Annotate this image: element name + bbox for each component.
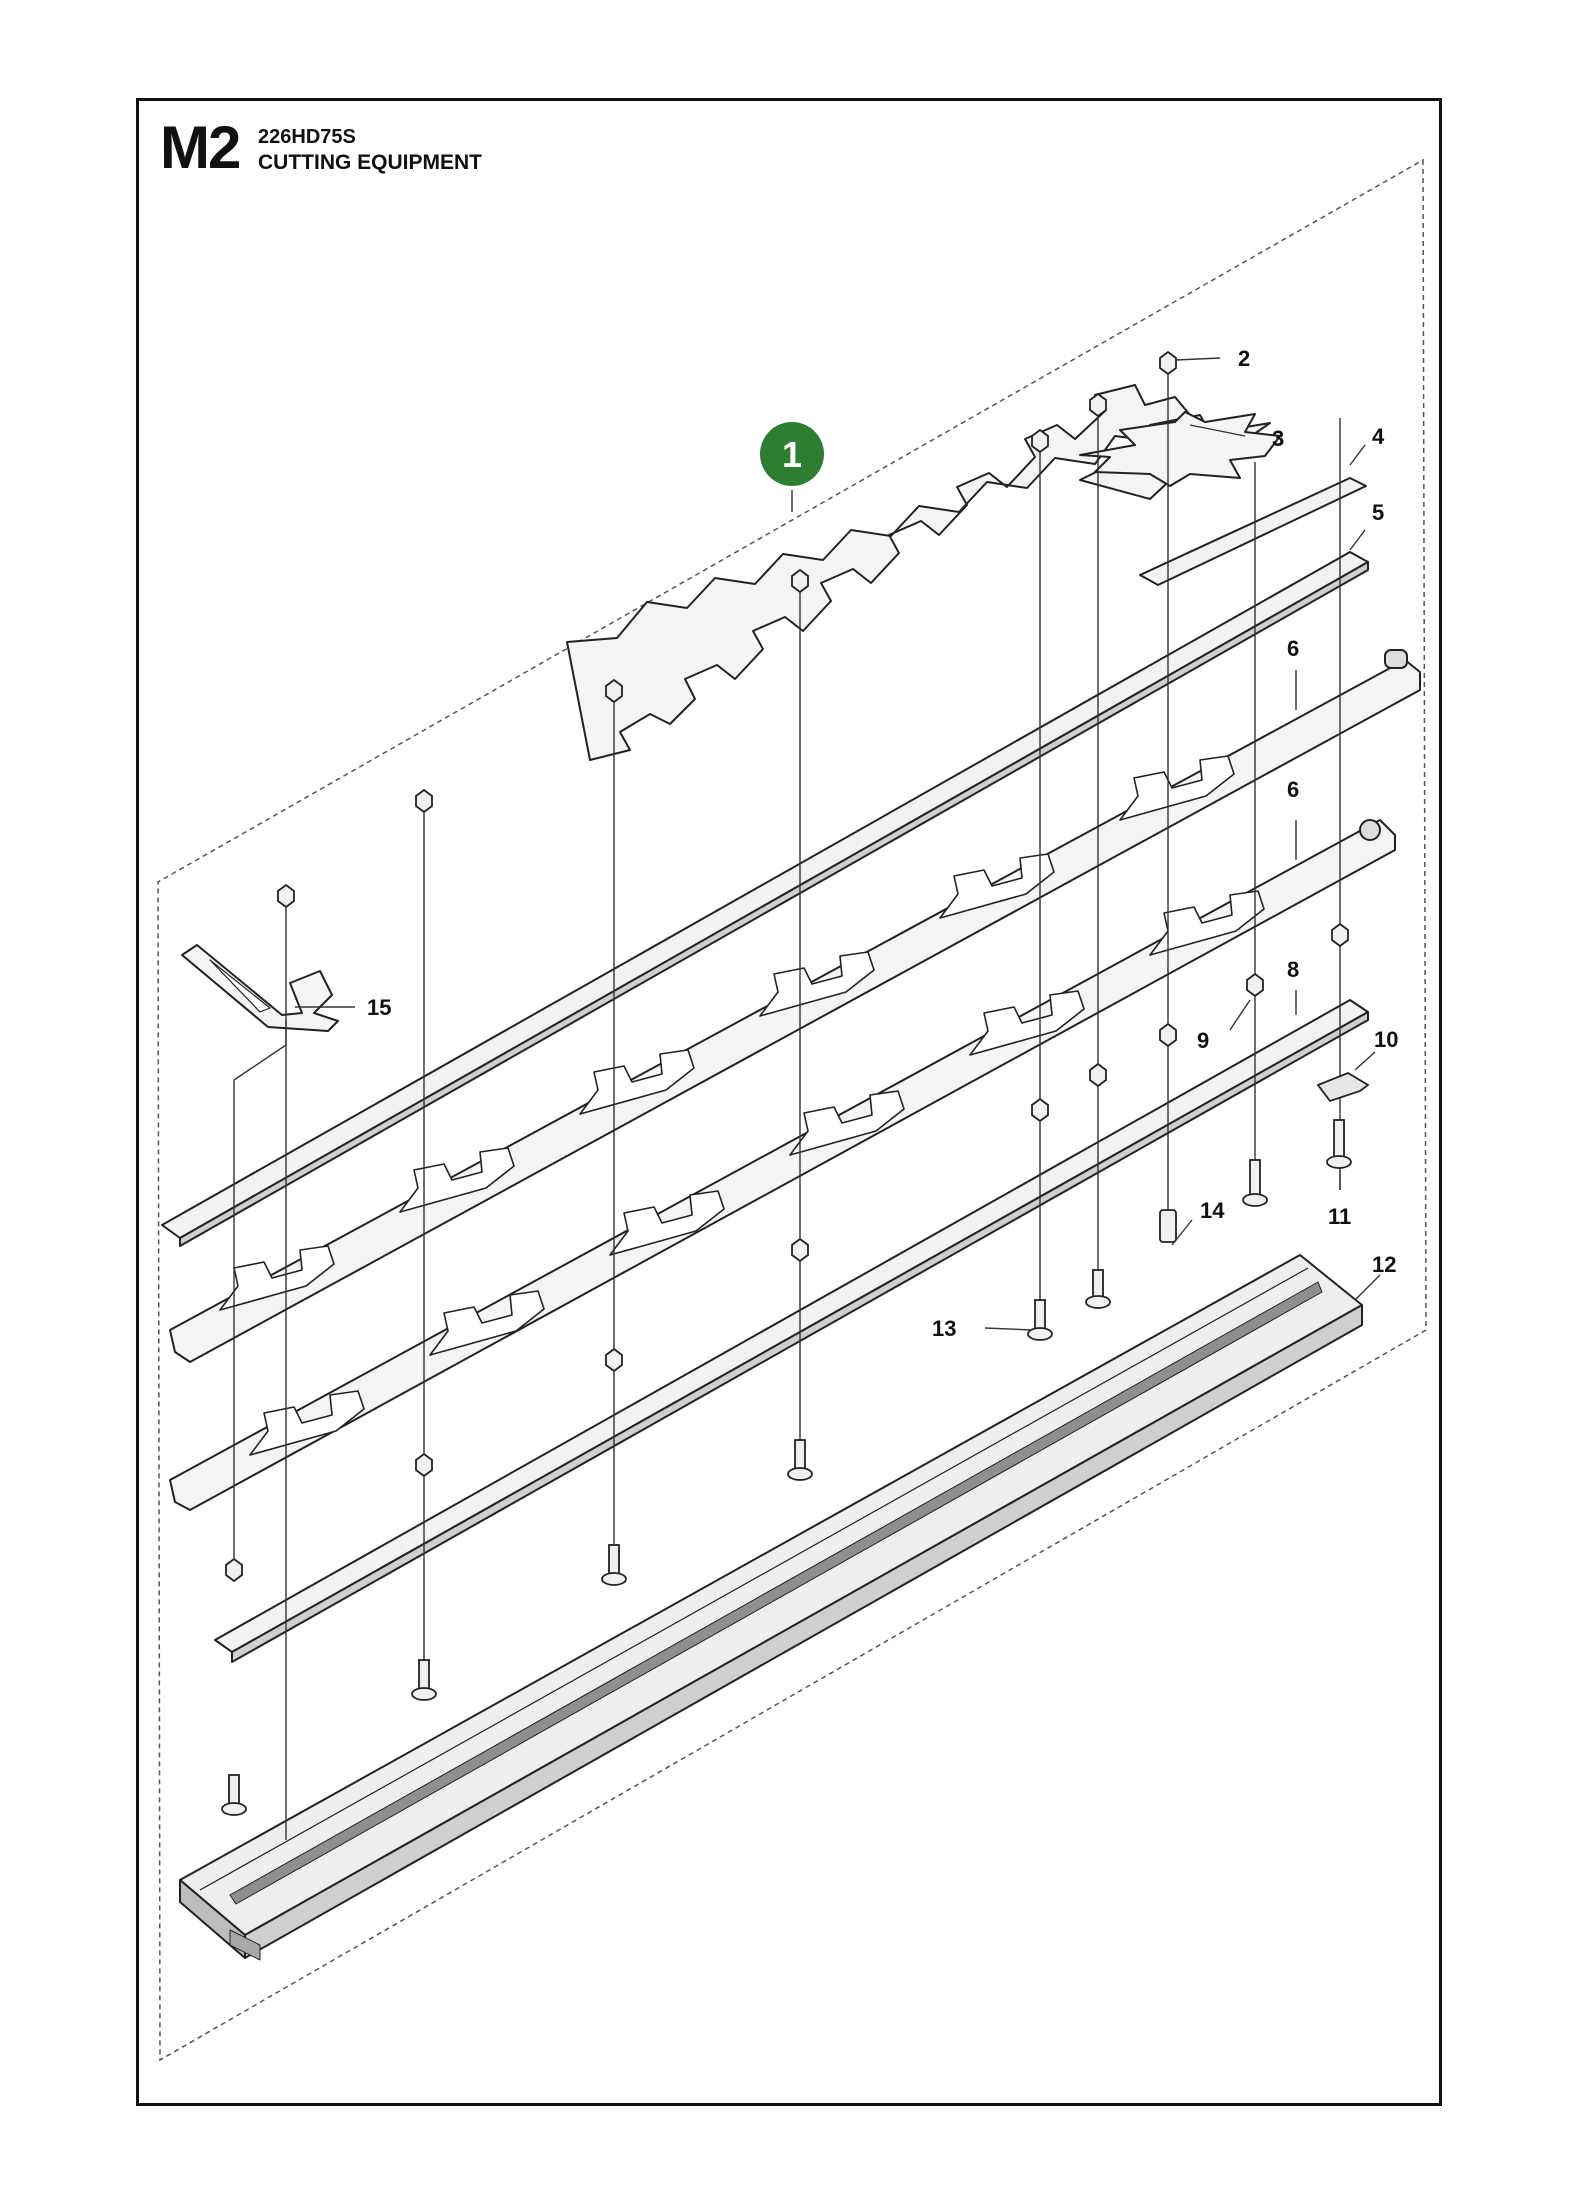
leader-lines bbox=[233, 357, 1381, 1560]
section-code: M2 bbox=[160, 114, 241, 181]
callout-3: 3 bbox=[1272, 426, 1284, 451]
kit-badge: 1 bbox=[760, 422, 824, 486]
upper-blade bbox=[169, 649, 1421, 1363]
callout-15: 15 bbox=[367, 995, 391, 1020]
short-plate bbox=[1139, 477, 1367, 586]
section-title: CUTTING EQUIPMENT bbox=[258, 151, 482, 174]
callout-4: 4 bbox=[1372, 424, 1385, 449]
middle-strip bbox=[161, 551, 1369, 1247]
lever bbox=[181, 944, 339, 1032]
callout-13: 13 bbox=[932, 1316, 956, 1341]
callout-12: 12 bbox=[1372, 1252, 1396, 1277]
hardware bbox=[221, 350, 1370, 1816]
callout-9: 9 bbox=[1197, 1028, 1209, 1053]
assembly-lines bbox=[285, 362, 1341, 1840]
lower-blade bbox=[169, 819, 1396, 1511]
model-number: 226HD75S bbox=[258, 126, 356, 148]
callout-10: 10 bbox=[1374, 1027, 1398, 1052]
drawing-frame bbox=[136, 98, 1442, 2106]
guide-bar bbox=[179, 1254, 1363, 1961]
callout-2: 2 bbox=[1238, 346, 1250, 371]
callout-6b: 6 bbox=[1287, 777, 1299, 802]
callout-6a: 6 bbox=[1287, 636, 1299, 661]
callout-14: 14 bbox=[1200, 1198, 1225, 1223]
callout-5: 5 bbox=[1372, 500, 1384, 525]
callout-8: 8 bbox=[1287, 957, 1299, 982]
callout-11: 11 bbox=[1328, 1204, 1351, 1229]
kit-badge-number: 1 bbox=[782, 434, 802, 475]
small-blade bbox=[1079, 411, 1281, 487]
